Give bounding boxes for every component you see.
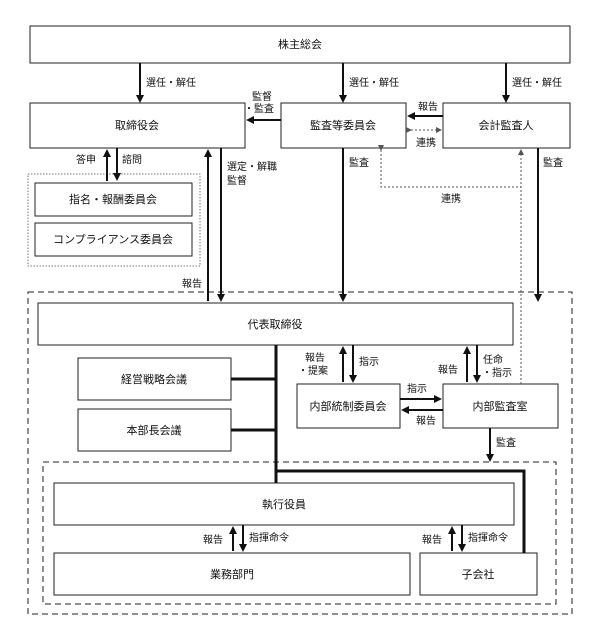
label-consult: 諮問 [122,153,142,166]
shareholders-label: 株主総会 [278,37,322,51]
president-box: 代表取締役 [37,302,514,346]
link-subsidiaries [276,469,526,553]
executive-region [27,291,573,615]
label-supervise: 監督 [227,174,247,187]
internal-control-committee-label: 内部統制委員会 [310,399,387,413]
label-instruct-2: 指示 [407,382,427,395]
label-appoint-instruct-1: 任命 [483,353,503,366]
label-command-bd: 指揮命令 [249,531,289,544]
internal-audit-label: 内部監査室 [473,399,528,413]
board-box: 取締役会 [29,102,246,149]
accounting-auditor-label: 会計監査人 [479,118,534,132]
label-report-propose-2: ・提案 [298,364,328,377]
label-cooperation-ca-ac: 連携 [416,136,436,149]
label-report-ia: 報告 [438,363,458,376]
compliance-committee-label: コンプライアンス委員会 [53,233,173,246]
subsidiaries-label: 子会社 [462,567,495,581]
label-report-sub: 報告 [422,533,442,546]
label-supervise-audit-1: 監督 [252,90,272,103]
board-label: 取締役会 [115,118,159,132]
audit-committee-label: 監査等委員会 [310,118,376,132]
label-appoint-dismiss-1: 選任・解任 [146,76,196,89]
label-audit-ia: 監査 [496,436,516,449]
nomination-committee-box: 指名・報酬委員会 [34,182,193,217]
division-meeting-label: 本部長会議 [127,423,182,437]
shareholders-box: 株主総会 [29,25,571,64]
label-report-ca-ac: 報告 [418,100,438,113]
label-report-bd: 報告 [203,533,223,546]
dotted-cooperation-link [378,145,521,188]
strategy-meeting-label: 経営戦略会議 [121,372,187,386]
president-label: 代表取締役 [248,317,303,331]
label-instruct-1: 指示 [359,355,379,368]
business-divisions-box: 業務部門 [53,552,411,596]
label-report-icc: 報告 [416,414,436,427]
internal-audit-box: 内部監査室 [442,383,559,429]
executive-officers-label: 執行役員 [262,497,306,511]
operations-region [42,461,557,605]
label-command-sub: 指揮命令 [468,531,508,544]
internal-control-committee-box: 内部統制委員会 [296,383,401,429]
accounting-auditor-box: 会計監査人 [442,102,571,149]
label-select-dismiss: 選定・解職 [227,160,277,173]
nomination-committee-label: 指名・報酬委員会 [69,192,157,206]
subsidiaries-box: 子会社 [419,552,538,596]
business-divisions-label: 業務部門 [210,567,254,581]
label-cooperation-long: 連携 [441,192,461,205]
compliance-committee-box: コンプライアンス委員会 [34,222,193,257]
audit-committee-box: 監査等委員会 [280,102,407,149]
label-appoint-instruct-2: ・指示 [482,366,512,379]
label-appoint-dismiss-2: 選任・解任 [349,76,399,89]
division-meeting-box: 本部長会議 [77,408,232,452]
label-audit-ca: 監査 [543,156,563,169]
executive-officers-box: 執行役員 [53,482,515,526]
label-answer: 答申 [76,153,96,166]
label-report-board: 報告 [182,277,202,290]
strategy-meeting-box: 経営戦略会議 [77,357,232,401]
label-report-propose-1: 報告 [305,351,325,364]
label-appoint-dismiss-3: 選任・解任 [512,76,562,89]
label-supervise-audit-2: ・監査 [244,102,274,115]
label-audit-ac: 監査 [349,156,369,169]
